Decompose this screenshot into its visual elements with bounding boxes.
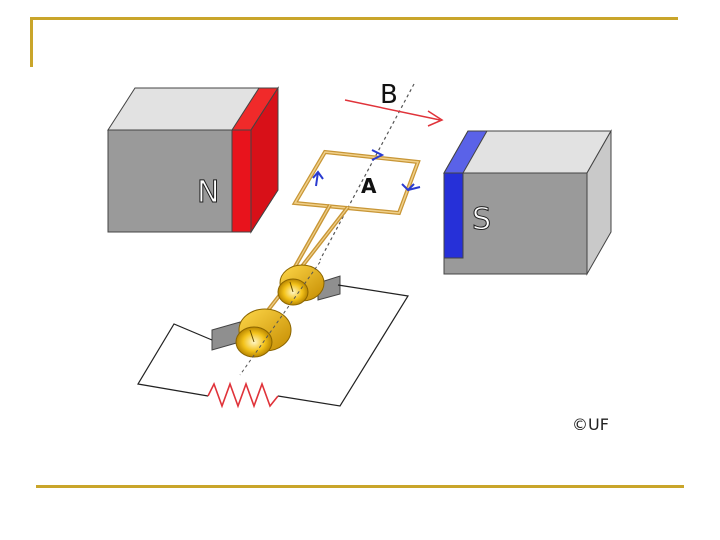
slide-frame-left	[30, 17, 33, 67]
field-line	[319, 83, 444, 261]
current-arrow-2	[371, 149, 385, 161]
north-magnet	[107, 86, 279, 234]
wire-loop	[260, 149, 421, 320]
field-label: B	[380, 80, 398, 110]
slide-frame-top	[30, 17, 678, 20]
slip-rings	[211, 261, 341, 376]
slide-frame-bottom	[36, 485, 684, 488]
area-label: A	[361, 174, 377, 198]
copyright-label: ©UF	[572, 415, 609, 434]
external-circuit	[137, 284, 409, 409]
south-magnet	[443, 129, 612, 276]
north-pole-label: N	[197, 175, 219, 210]
south-pole-label: S	[472, 202, 491, 237]
resistor	[207, 381, 279, 409]
lower-brush	[211, 321, 241, 351]
